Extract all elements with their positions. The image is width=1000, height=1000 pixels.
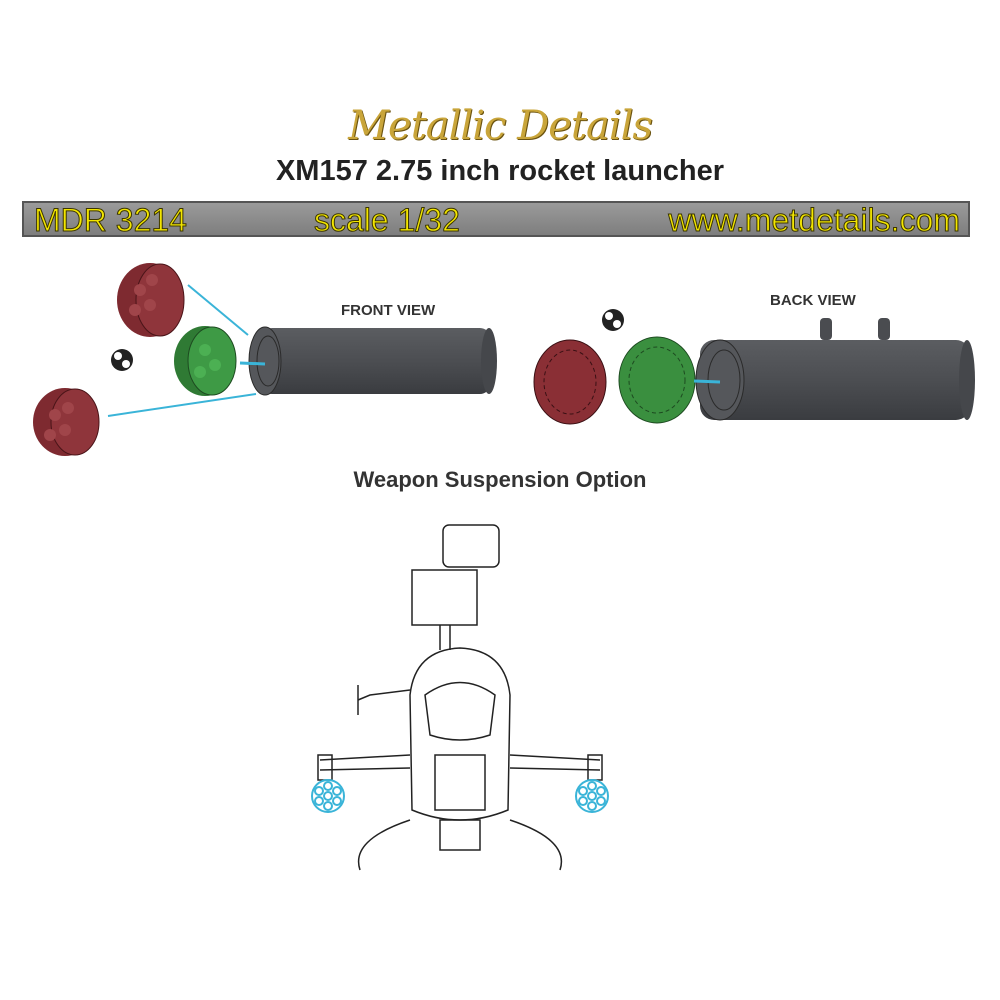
callout-line: [693, 379, 721, 384]
chin-gun: [439, 819, 481, 851]
back-green-cap: [618, 336, 696, 424]
nose-turret: [434, 754, 486, 811]
mast-fairing: [411, 569, 478, 626]
brand-logo: Metallic Details: [348, 103, 653, 149]
product-banner: MDR 3214 scale 1/32 www.metdetails.com: [22, 201, 970, 239]
rotor-hub: [442, 524, 500, 568]
scale-label: scale 1/32: [314, 202, 461, 239]
back-red-rocket-cap: [533, 339, 607, 425]
landing-skids: [357, 819, 563, 871]
callout-line: [107, 393, 257, 417]
launcher-parts-illustration: [33, 263, 975, 456]
front-red-rocket-cap-top: [117, 263, 185, 337]
canopy: [424, 681, 496, 741]
front-launcher-tube: [248, 326, 497, 396]
back-view-label: BACK VIEW: [770, 292, 856, 309]
product-title: XM157 2.75 inch rocket launcher: [275, 155, 725, 187]
front-view-label: FRONT VIEW: [341, 302, 436, 319]
product-code: MDR 3214: [34, 202, 188, 239]
website-link[interactable]: www.metdetails.com: [668, 202, 961, 239]
front-green-cap: [174, 326, 237, 396]
front-red-rocket-cap-bottom: [33, 388, 100, 456]
ab-option-icon: [602, 309, 624, 331]
fuselage: [409, 647, 511, 821]
rocket-launcher-right: [575, 779, 609, 813]
callout-line: [187, 284, 249, 336]
ab-option-icon: [111, 349, 133, 371]
section-title: Weapon Suspension Option: [353, 467, 647, 492]
callout-line: [239, 361, 266, 366]
back-launcher-tube: [695, 318, 975, 421]
stub-wings: [319, 754, 601, 771]
rocket-launcher-left: [311, 779, 345, 813]
helicopter-front-diagram: [311, 524, 609, 871]
